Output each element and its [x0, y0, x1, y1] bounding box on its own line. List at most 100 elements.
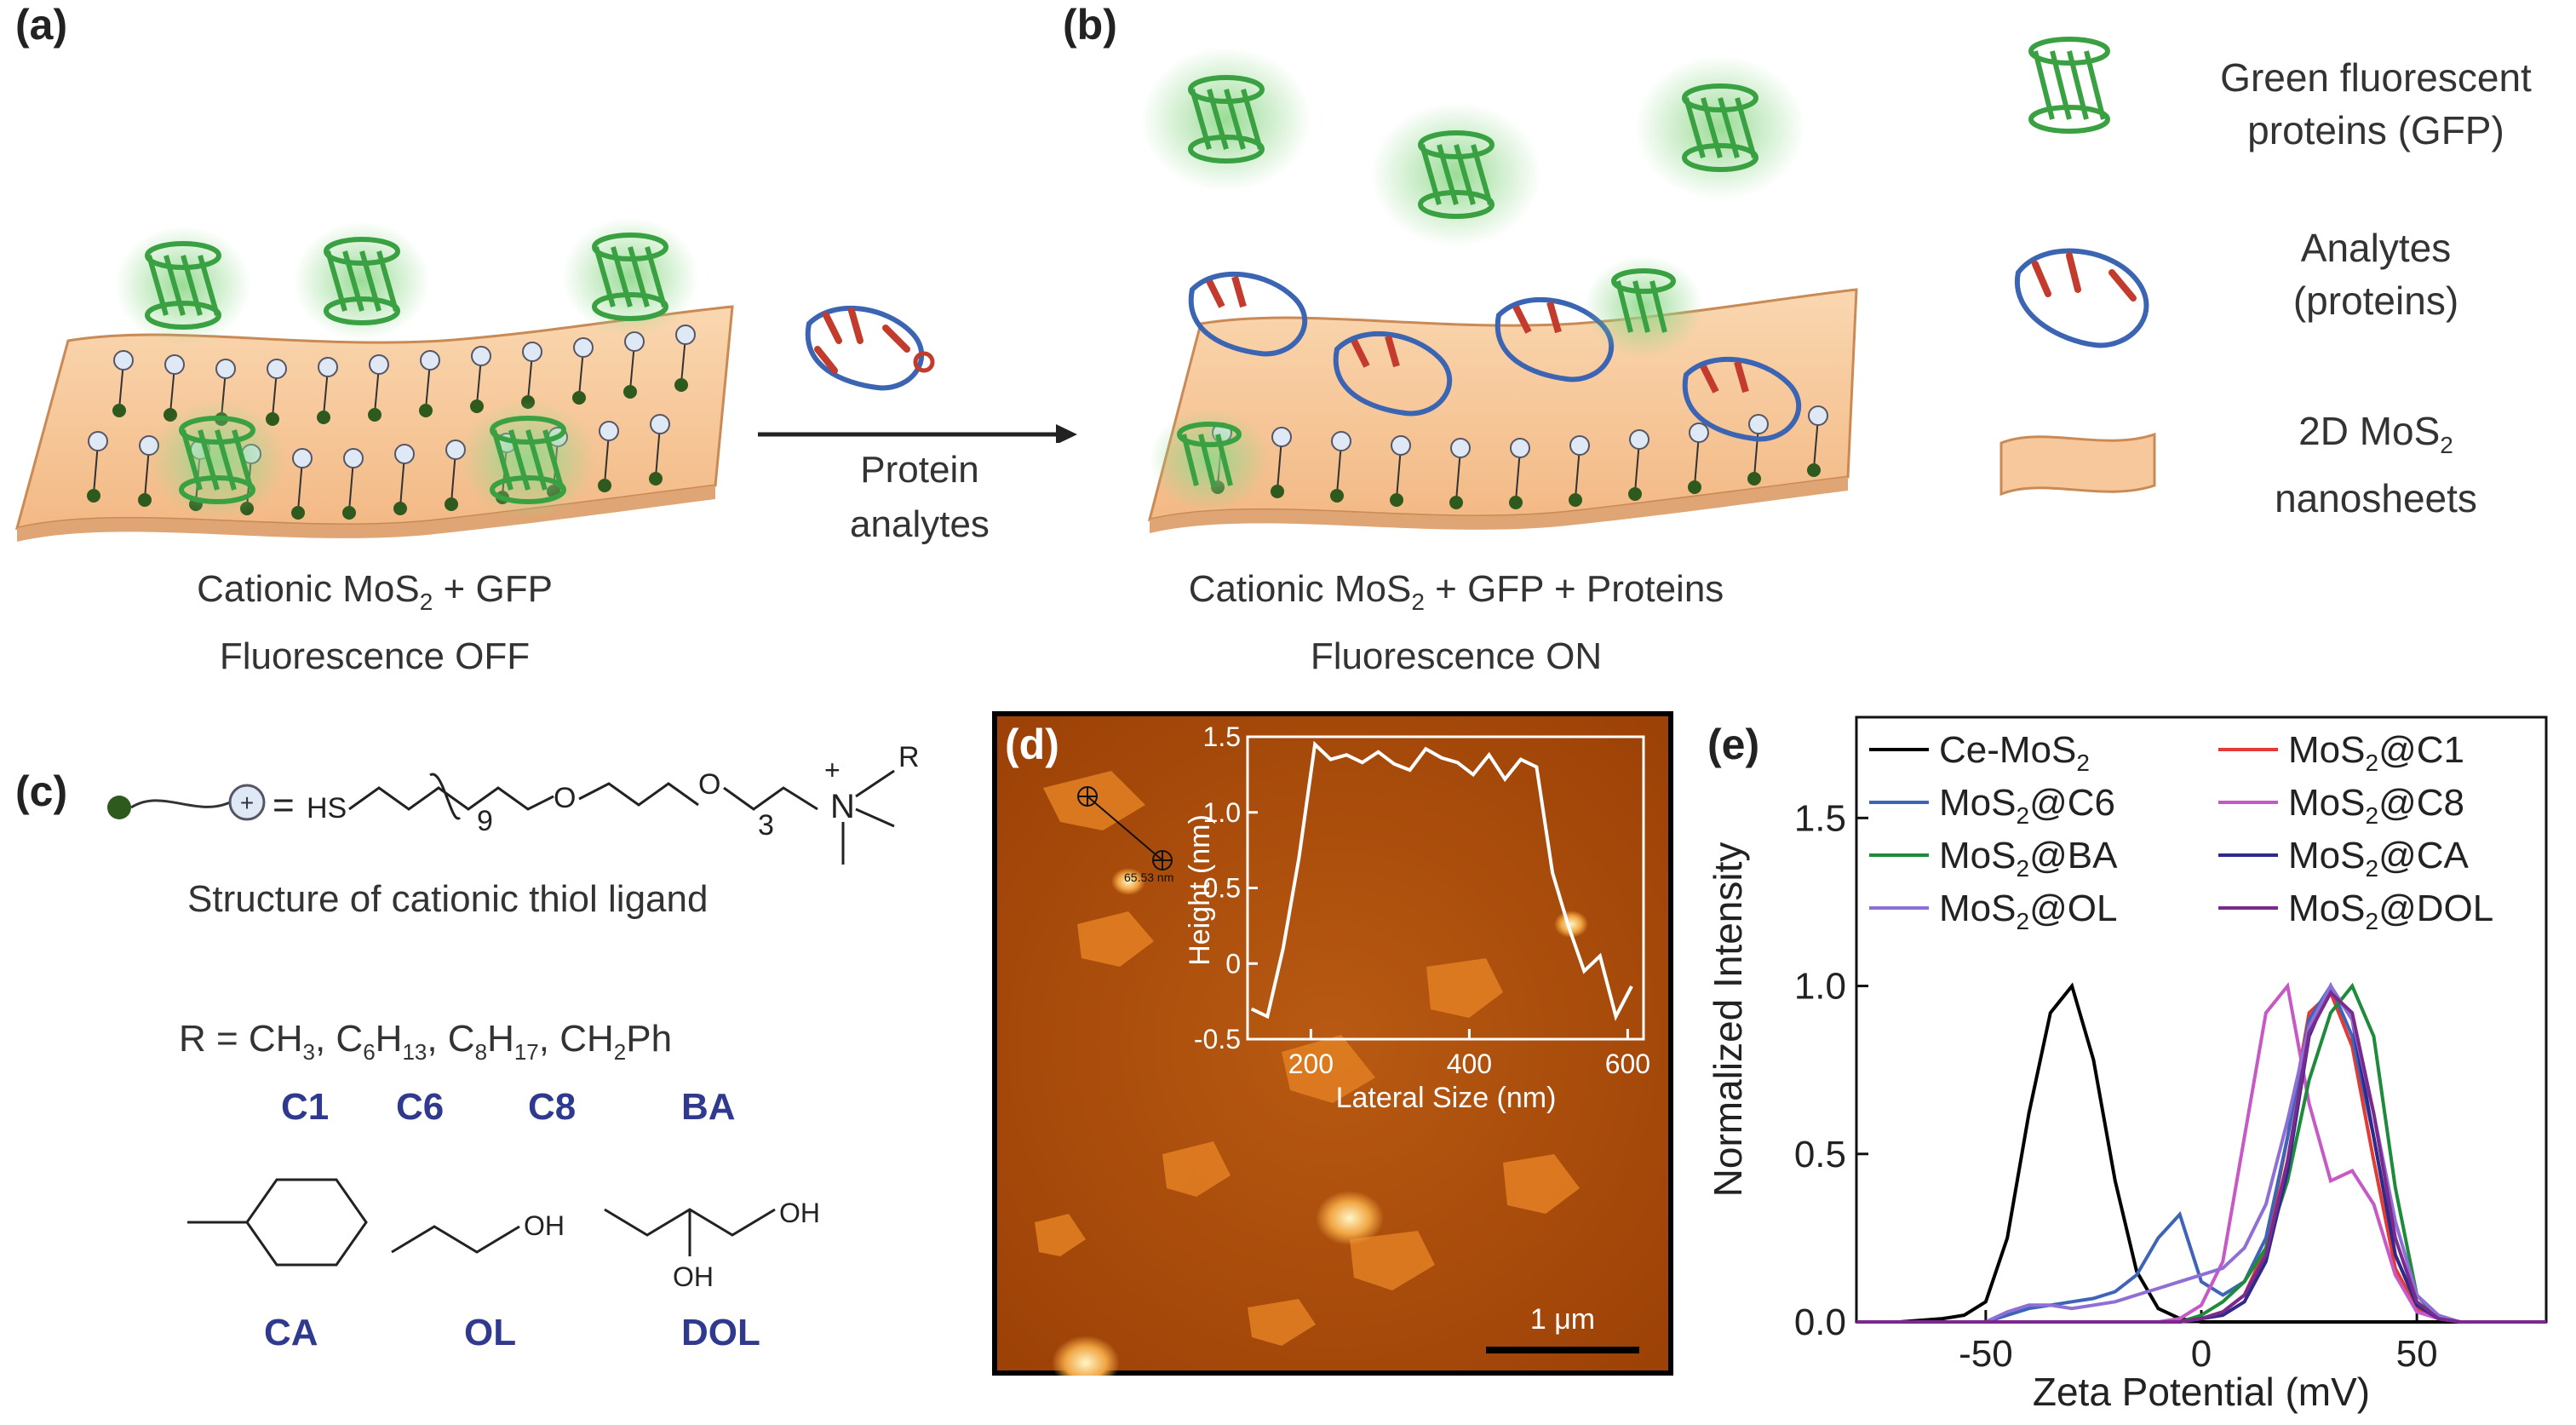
gfp-icon: [1418, 130, 1495, 219]
ligand-cartoon-icon: +: [107, 784, 266, 821]
ligand-structure: + = HS 9 O O 3 N + R Structure of cation…: [107, 741, 920, 920]
r-def-text: R = CH: [179, 1018, 303, 1060]
legend-gfp-label: Green fluorescent proteins (GFP): [2180, 51, 2572, 157]
r-def-text: H: [487, 1018, 514, 1060]
zeta-legend-label: MoS2@BA: [1939, 835, 2118, 882]
inset-plot-frame: [1246, 735, 1645, 1041]
panel-a-caption-line2: Fluorescence OFF: [219, 635, 531, 677]
gfp-on-sheet-group: [115, 217, 698, 520]
panel-d-label: (d): [1005, 721, 1059, 768]
inset-y-tick-label: 1.0: [1203, 797, 1241, 828]
panel-a-caption-line1: Cationic MoS2 + GFP: [51, 562, 698, 629]
r-def-text: H: [375, 1018, 403, 1060]
chain-sub-3: 3: [758, 809, 774, 842]
bound-analyte-group: [1188, 271, 1802, 442]
r-group-definition: R = CH3, C6H13, C8H17, CH2Ph: [179, 1018, 672, 1066]
free-gfp-group: [1141, 47, 1805, 247]
gfp-icon: [179, 416, 255, 504]
bound-gfp-group: [1150, 256, 1703, 511]
caption-text: Cationic MoS: [1188, 568, 1412, 610]
ligand-code-dol: DOL: [681, 1312, 760, 1353]
chain-sub-9: 9: [477, 805, 493, 837]
analyte-protein-icon: [805, 305, 935, 391]
legend-sub: 2: [2440, 432, 2453, 459]
ligand-code-ca: CA: [264, 1312, 318, 1353]
zeta-y-tick-label: 0.0: [1794, 1301, 1846, 1343]
analyte-protein-icon: [1333, 330, 1453, 417]
panel-a-caption: Cationic MoS2 + GFP Fluorescence OFF: [51, 562, 698, 684]
legend-mos2-sheet-icon: [1999, 432, 2156, 497]
zeta-legend-label: MoS2@OL: [1939, 888, 2117, 934]
panel-b-caption-line2: Fluorescence ON: [1310, 635, 1603, 677]
dihydroxypropyl-structure: [604, 1208, 776, 1256]
oxygen-1: O: [554, 782, 576, 814]
cyclohexyl-structure: [187, 1178, 368, 1267]
r-def-sub: 3: [302, 1038, 315, 1065]
inset-y-tick-label: 1.5: [1203, 721, 1241, 752]
legend-analyte-label: Analytes (proteins): [2180, 221, 2572, 327]
legend-mos2-label: 2D MoS2 nanosheets: [2180, 405, 2572, 525]
cartoon-plus: +: [240, 790, 254, 816]
inset-x-tick-label: 200: [1288, 1049, 1334, 1079]
panel-b-caption-line1: Cationic MoS2 + GFP + Proteins: [1107, 562, 1805, 629]
caption-sub: 2: [1411, 588, 1425, 615]
panel-e-label: (e): [1707, 721, 1760, 768]
panel-b-illustration: [1141, 47, 1858, 533]
profile-length-label: 65.53 nm: [1124, 871, 1173, 884]
panel-a-illustration: [14, 217, 734, 542]
inset-y-axis-label: Height (nm): [1184, 814, 1216, 966]
legend-gfp-icon: [2028, 37, 2110, 134]
zeta-series-line: [1856, 989, 2546, 1324]
r-def-text: , C: [427, 1018, 475, 1060]
legend-analyte-line2: (proteins): [2292, 279, 2459, 323]
gfp-icon: [490, 416, 566, 504]
afm-image: 65.53 nm 1 μm: [997, 716, 1668, 1390]
hydroxyethyl-structure: [391, 1225, 520, 1254]
zeta-legend-label: MoS2@C1: [2288, 729, 2464, 776]
legend-analyte-icon: [2014, 248, 2149, 348]
ligand-code-c6: C6: [396, 1086, 445, 1128]
arrow-head-icon: [1056, 424, 1077, 443]
oh-dol-2: OH: [673, 1261, 714, 1292]
r-def-text: , C: [314, 1018, 364, 1060]
inset-y-tick-label: 0.5: [1203, 873, 1241, 904]
zeta-legend-label: MoS2@CA: [2288, 835, 2470, 882]
ligand-code-ol: OL: [464, 1312, 517, 1353]
gfp-icon: [1188, 75, 1265, 164]
legend-mos2-line2: nanosheets: [2275, 476, 2477, 521]
caption-text: + GFP + Proteins: [1424, 568, 1724, 610]
zeta-y-tick-label: 1.5: [1794, 797, 1846, 839]
arrow-caption: Protein analytes: [783, 443, 1056, 552]
gfp-icon: [145, 241, 221, 330]
inset-x-tick-label: 400: [1447, 1049, 1492, 1079]
height-profile-line: [1250, 740, 1633, 1021]
line-profile-marker: [1077, 786, 1173, 871]
zeta-series-line: [1856, 982, 2546, 1324]
zeta-series-line: [1856, 982, 2546, 1324]
gfp-icon: [1177, 422, 1242, 486]
gfp-icon: [324, 237, 400, 325]
inset-x-axis-label: Lateral Size (nm): [1336, 1082, 1557, 1114]
caption-sub: 2: [419, 588, 433, 615]
zeta-series-line: [1856, 981, 2546, 1324]
caption-text: Cationic MoS: [197, 568, 420, 610]
zeta-legend-label: MoS2@DOL: [2288, 888, 2493, 934]
zeta-legend-label: Ce-MoS2: [1939, 729, 2090, 776]
equals-sign: =: [273, 784, 295, 826]
legend-gfp-line2: proteins (GFP): [2247, 108, 2504, 152]
zeta-x-axis-label: Zeta Potential (mV): [2033, 1370, 2370, 1414]
alkyl-chain: [348, 786, 554, 811]
panel-c-label: (c): [15, 767, 68, 815]
legend-gfp-line1: Green fluorescent: [2220, 55, 2532, 100]
hs-group: HS: [307, 792, 347, 825]
zeta-legend-label: MoS2@C8: [2288, 782, 2464, 829]
panel-a-label: (a): [15, 1, 68, 49]
zeta-y-axis-label: Normalized Intensity: [1706, 842, 1750, 1198]
zeta-series-line: [1856, 982, 2546, 1324]
zeta-series-line: [1856, 982, 2546, 1324]
zeta-x-tick-label: -50: [1959, 1333, 2013, 1375]
r-def-sub: 13: [402, 1038, 427, 1065]
zeta-series-line: [1856, 990, 2546, 1324]
r-def-sub: 6: [363, 1038, 376, 1065]
